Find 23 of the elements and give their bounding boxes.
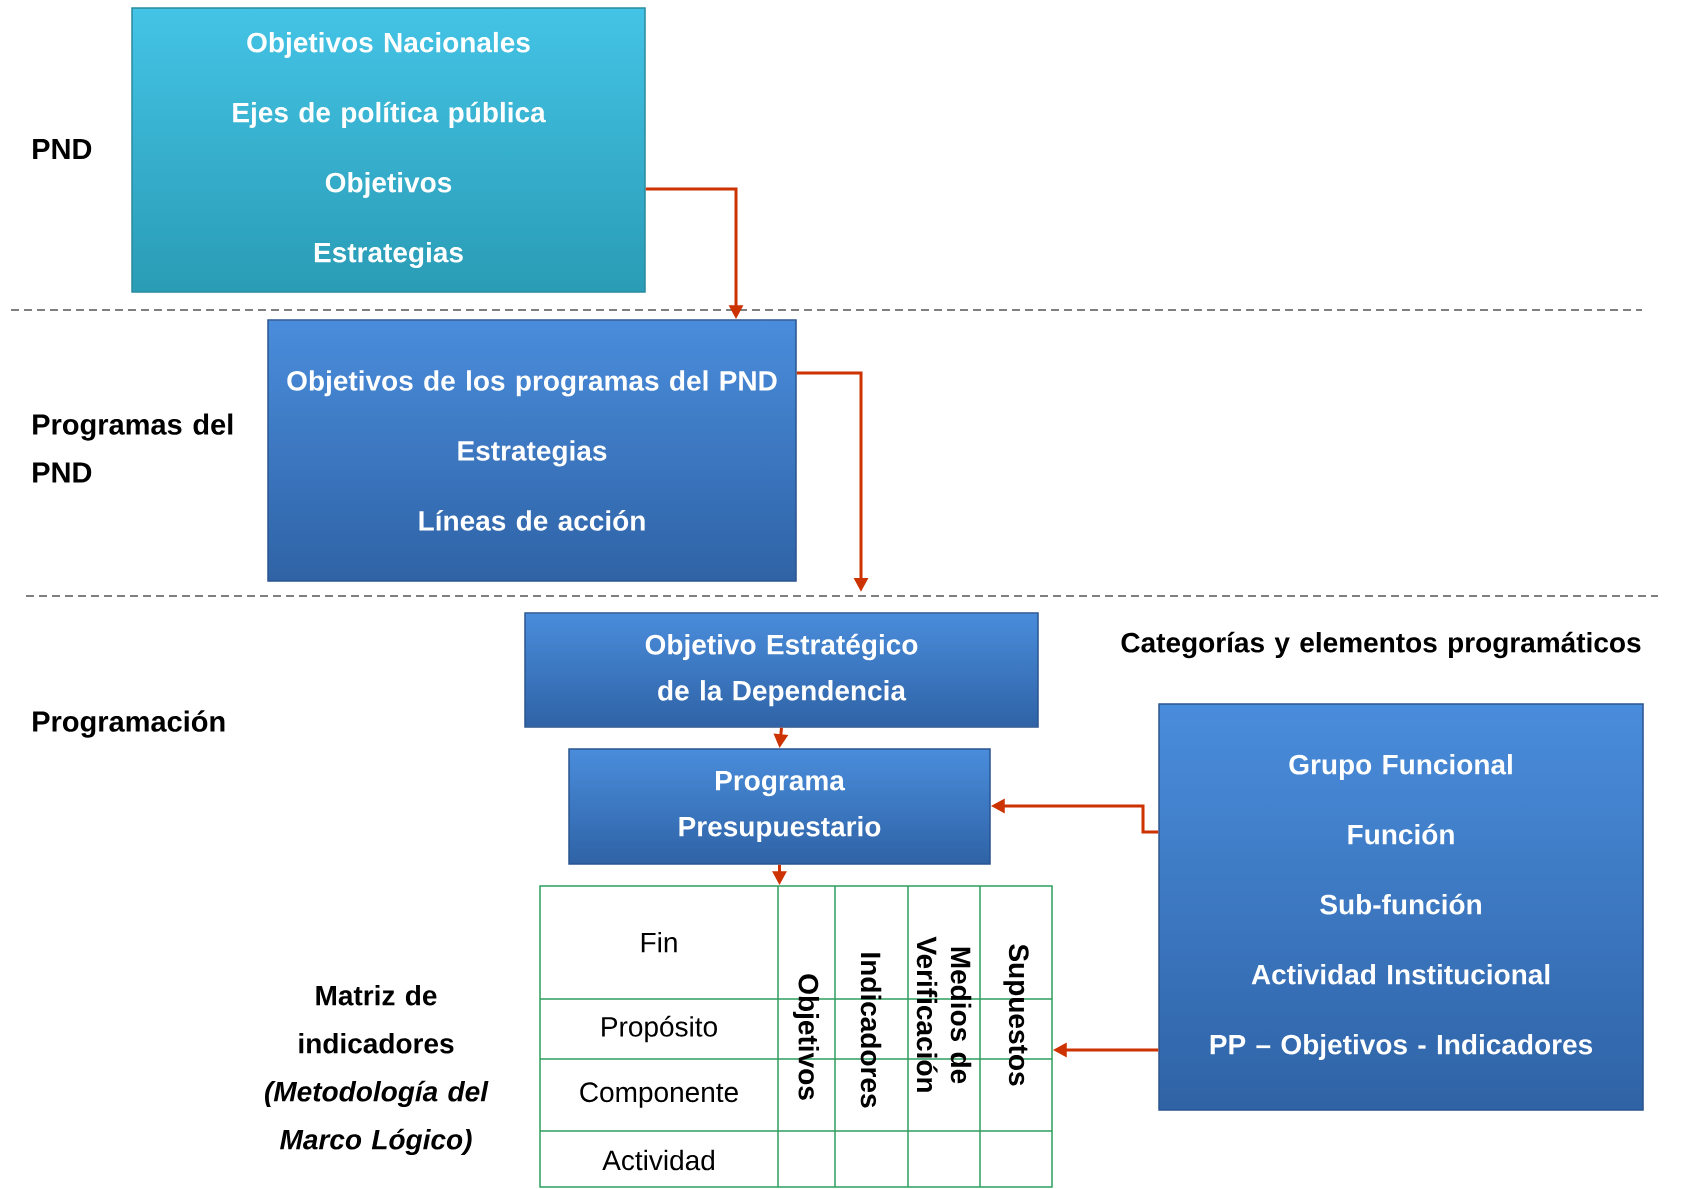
process-box: Objetivo Estratégico de la Dependencia	[524, 612, 1039, 728]
node-label: Sub-función	[1320, 893, 1481, 915]
section-label: Programación	[33, 710, 225, 738]
section-heading: Categorías y elementos programáticos	[1121, 631, 1641, 659]
table-caption: Matriz de indicadores (Metodología del Marco Lógico)	[265, 984, 489, 1156]
column-header: Supuestos	[1003, 944, 1029, 1086]
node-label: PP – Objetivos - Indicadores	[1210, 1033, 1593, 1061]
process-box: Objetivos de los programas del PND Estrategias Líneas de acción	[267, 319, 797, 582]
section-label: PND	[33, 139, 92, 159]
column-header: Indicadores	[860, 953, 882, 1108]
process-box: Objetivos Nacionales Ejes de política pública Objetivos Estrategias	[131, 7, 646, 293]
row-label: Actividad	[602, 1149, 714, 1171]
row-label: Propósito	[602, 1015, 717, 1043]
process-box: Programa Presupuestario	[568, 748, 991, 865]
node-label: Grupo Funcional	[1289, 753, 1512, 781]
row-label: Fin	[641, 931, 677, 953]
column-header: Objetivos	[792, 974, 820, 1100]
process-box: Grupo Funcional Función Sub-función Actividad Institucional PP – Objetivos - Indicadores	[1158, 703, 1644, 1111]
section-label: Programas del PND	[33, 413, 233, 483]
row-label: Componente	[580, 1082, 738, 1108]
column-header: Medios de Verificación	[916, 936, 972, 1092]
node-label: Función	[1348, 823, 1454, 845]
node-label: Actividad Institucional	[1251, 963, 1550, 985]
